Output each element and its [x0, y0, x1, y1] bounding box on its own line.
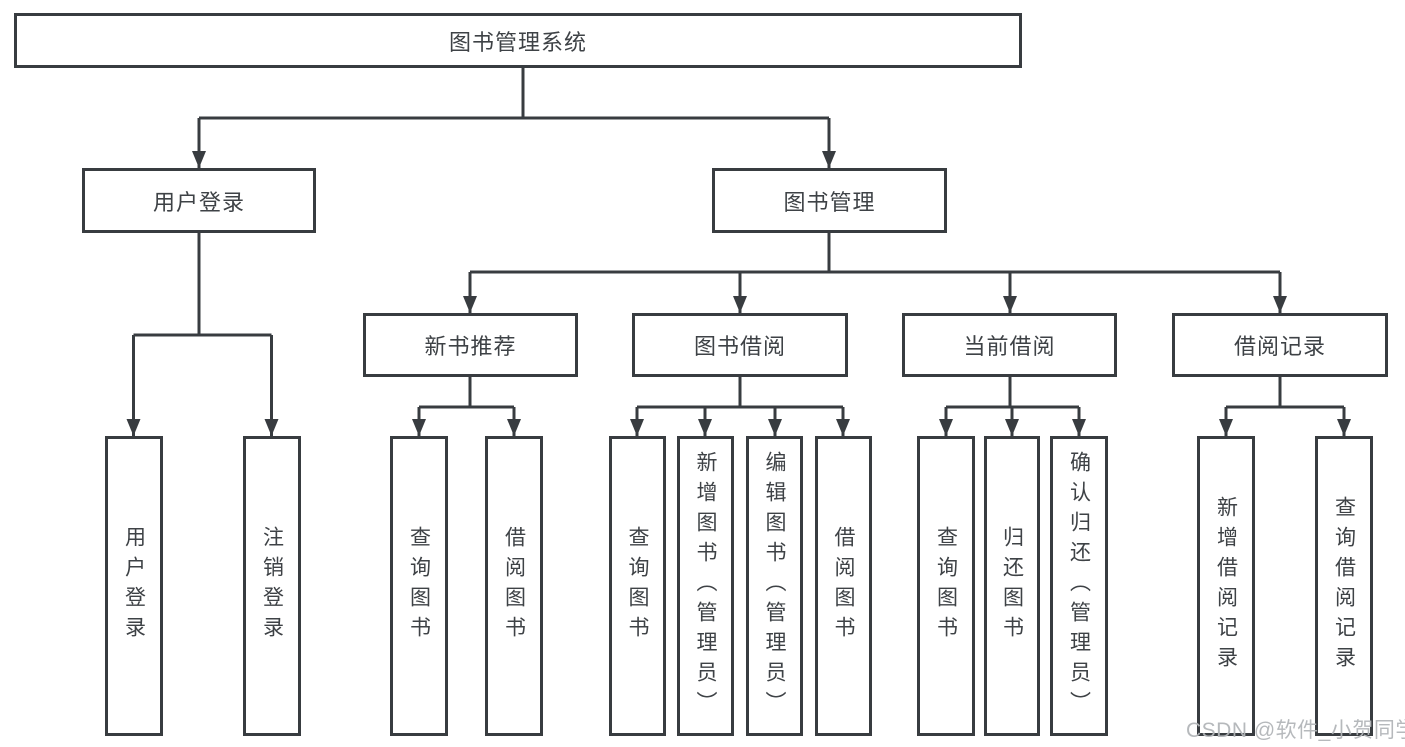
root-node-label: 图书管理系统 — [448, 29, 587, 55]
section-new-book-recommend-node: 新书推荐 — [363, 313, 578, 377]
leaf-label: 用户登录 — [122, 526, 146, 646]
leaf-add-borrow-record: 新增借阅记录 — [1197, 436, 1255, 736]
leaf-edit-books-admin: 编辑图书（管理员） — [746, 436, 803, 736]
leaf-query-books-borrowing: 查询图书 — [609, 436, 666, 736]
leaf-query-books-current: 查询图书 — [917, 436, 975, 736]
leaf-label: 确认归还（管理员） — [1067, 451, 1091, 721]
leaf-label: 新增图书（管理员） — [694, 451, 717, 721]
leaf-borrow-books-recommend: 借阅图书 — [485, 436, 543, 736]
leaf-user-login: 用户登录 — [105, 436, 163, 736]
leaf-query-books-recommend: 查询图书 — [390, 436, 448, 736]
leaf-borrow-books: 借阅图书 — [815, 436, 872, 736]
root-node: 图书管理系统 — [14, 13, 1022, 68]
leaf-query-borrow-record: 查询借阅记录 — [1315, 436, 1373, 736]
leaf-label: 查询图书 — [407, 526, 431, 646]
leaf-label: 归还图书 — [1000, 526, 1024, 646]
section-current-borrowing-node: 当前借阅 — [902, 313, 1117, 377]
branch-book-management-node: 图书管理 — [712, 168, 947, 233]
section-label: 当前借阅 — [963, 334, 1056, 359]
leaf-logout: 注销登录 — [243, 436, 301, 736]
branch-label: 图书管理 — [783, 189, 876, 215]
leaf-confirm-return-admin: 确认归还（管理员） — [1050, 436, 1108, 736]
leaf-label: 查询借阅记录 — [1332, 496, 1356, 676]
leaf-return-books: 归还图书 — [984, 436, 1040, 736]
section-label: 新书推荐 — [424, 334, 517, 359]
leaf-label: 借阅图书 — [502, 526, 526, 646]
leaf-label: 注销登录 — [260, 526, 284, 646]
leaf-label: 借阅图书 — [832, 526, 855, 646]
section-book-borrowing-node: 图书借阅 — [632, 313, 848, 377]
leaf-label: 编辑图书（管理员） — [763, 451, 786, 721]
section-label: 图书借阅 — [693, 334, 786, 359]
branch-user-login-node: 用户登录 — [82, 168, 316, 233]
leaf-label: 查询图书 — [934, 526, 958, 646]
section-borrow-records-node: 借阅记录 — [1172, 313, 1388, 377]
leaf-label: 新增借阅记录 — [1214, 496, 1238, 676]
csdn-watermark: CSDN @软件_小贺同学 — [1186, 719, 1405, 742]
leaf-add-books-admin: 新增图书（管理员） — [677, 436, 734, 736]
branch-label: 用户登录 — [152, 189, 245, 215]
leaf-label: 查询图书 — [626, 526, 649, 646]
section-label: 借阅记录 — [1233, 334, 1326, 359]
